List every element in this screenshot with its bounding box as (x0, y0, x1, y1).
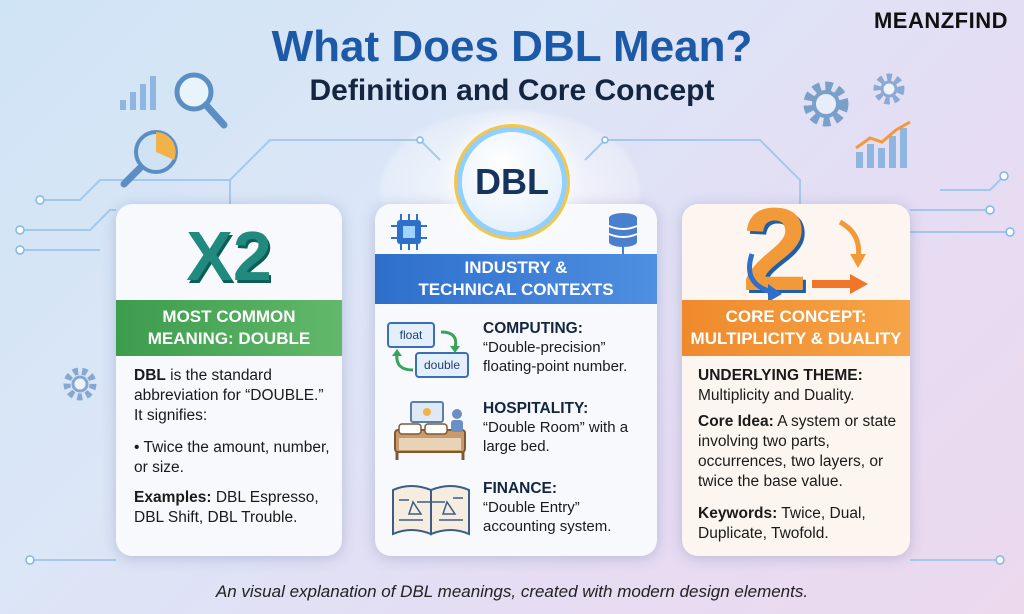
circular-arrows-icon (747, 219, 868, 300)
definition-text: DBL is the standard abbreviation for “DO… (134, 366, 334, 426)
card-most-common-meaning: X2 MOST COMMON MEANING: DOUBLE DBL is th… (116, 204, 342, 556)
bed-icon (394, 401, 466, 460)
chip-icon (391, 214, 427, 250)
core-idea: Core Idea: A system or state involving t… (698, 412, 904, 492)
band-line-1: CORE CONCEPT: (725, 307, 867, 326)
keywords: Keywords: Twice, Dual, Duplicate, Twofol… (698, 504, 904, 544)
bar-chart-icon (120, 76, 156, 110)
theme-text: Multiplicity and Duality. (698, 387, 855, 404)
ledger-scales-icon (392, 485, 470, 536)
keywords-label: Keywords: (698, 505, 778, 522)
brand-logo: MEANZFIND (873, 8, 1008, 33)
float-label: float (387, 322, 435, 348)
bullet-item: • Twice the amount, number, or size. (134, 439, 330, 476)
context-computing: COMPUTING: “Double-precision” floating-p… (483, 320, 653, 376)
card-band-most-common: MOST COMMON MEANING: DOUBLE (116, 300, 342, 356)
footer-caption: An visual explanation of DBL meanings, c… (215, 582, 809, 601)
small-gear-icon (873, 73, 905, 105)
float-double-icon: float double (387, 322, 469, 378)
pie-magnifier-icon (120, 130, 178, 188)
context-desc: “Double Room” with a large bed. (483, 419, 629, 455)
core-idea-text: A system or state involving two parts, o… (698, 413, 897, 490)
context-title: COMPUTING: (483, 320, 583, 337)
database-icon (608, 213, 638, 254)
double-label: double (415, 352, 469, 378)
theme-label: UNDERLYING THEME: (698, 367, 863, 384)
underlying-theme: UNDERLYING THEME: Multiplicity and Duali… (698, 366, 904, 406)
band-line-2: MULTIPLICITY & DUALITY (690, 329, 902, 348)
band-line-1: INDUSTRY & (464, 258, 568, 277)
context-desc: “Double Entry” accounting system. (483, 499, 612, 535)
card-industry-contexts: INDUSTRY & TECHNICAL CONTEXTS float doub… (375, 204, 657, 556)
core-idea-label: Core Idea: (698, 413, 774, 430)
card-core-concept: 2 CORE CONCEPT: MULTIPLICITY & DUALITY U… (682, 204, 910, 556)
definition-rest: is the standard abbreviation for “DOUBLE… (134, 367, 324, 424)
context-finance: FINANCE: “Double Entry” accounting syste… (483, 480, 653, 536)
gear-icon (803, 81, 849, 127)
context-hospitality: HOSPITALITY: “Double Room” with a large … (483, 400, 653, 456)
x2-graphic: X2 (186, 217, 272, 295)
dbl-term: DBL (134, 367, 166, 384)
examples-text: Examples: DBL Espresso, DBL Shift, DBL T… (134, 488, 340, 528)
dbl-badge: DBL (462, 132, 562, 232)
context-title: FINANCE: (483, 480, 558, 497)
band-line-2: MEANING: DOUBLE (147, 329, 311, 348)
gear-icon-left (63, 367, 97, 401)
band-line-2: TECHNICAL CONTEXTS (418, 280, 614, 299)
card-band-core-concept: CORE CONCEPT: MULTIPLICITY & DUALITY (682, 300, 910, 356)
band-line-1: MOST COMMON (162, 307, 296, 326)
context-title: HOSPITALITY: (483, 400, 589, 417)
growth-chart-icon (855, 120, 911, 168)
context-desc: “Double-precision” floating-point number… (483, 339, 628, 375)
card-band-industry: INDUSTRY & TECHNICAL CONTEXTS (375, 254, 657, 304)
keywords-text: Twice, Dual, Duplicate, Twofold. (698, 505, 866, 542)
magnifier-icon (174, 72, 228, 129)
examples-list: DBL Espresso, DBL Shift, DBL Trouble. (134, 489, 319, 526)
page-subtitle: Definition and Core Concept (309, 74, 715, 107)
page-title: What Does DBL Mean? (271, 22, 753, 71)
examples-label: Examples: (134, 489, 212, 506)
